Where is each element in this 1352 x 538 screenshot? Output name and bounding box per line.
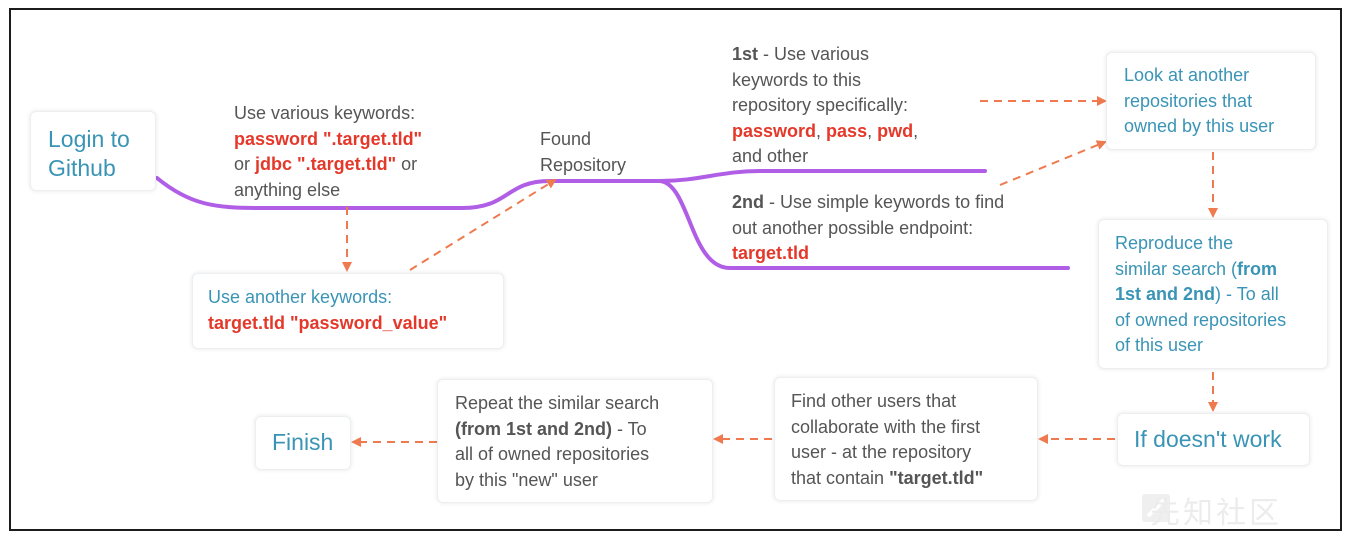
arrow-to-found-repo bbox=[409, 178, 557, 271]
doesnt-work-label: If doesn't work bbox=[1134, 426, 1282, 452]
main-path bbox=[155, 169, 987, 210]
arrow-from-second-to-look bbox=[999, 140, 1107, 186]
branch-path bbox=[658, 179, 1070, 270]
second-step-text: 2nd - Use simple keywords to find out an… bbox=[732, 192, 1005, 263]
finish-label: Finish bbox=[272, 429, 334, 455]
reproduce-text: Reproduce the similar search (from 1st a… bbox=[1115, 233, 1287, 355]
first-step-text: 1st - Use various keywords to this repos… bbox=[732, 44, 919, 166]
find-other-box bbox=[774, 377, 1038, 501]
login-box bbox=[30, 111, 156, 191]
look-box bbox=[1106, 52, 1316, 150]
search-keywords-text: Use various keywords: password ".target.… bbox=[234, 103, 423, 200]
doesnt-work-box bbox=[1117, 413, 1310, 466]
find-other-text: Find other users that collaborate with t… bbox=[791, 391, 984, 488]
repeat-box bbox=[437, 379, 713, 503]
reproduce-box bbox=[1098, 219, 1328, 369]
repeat-text: Repeat the similar search (from 1st and … bbox=[455, 393, 660, 490]
another-keywords-box bbox=[192, 273, 504, 349]
watermark: 先知社区 bbox=[1150, 496, 1282, 531]
another-keywords-text: Use another keywords: target.tld "passwo… bbox=[208, 287, 448, 333]
watermark-logo-icon bbox=[1142, 494, 1170, 522]
diagram-frame bbox=[9, 8, 1342, 531]
finish-box bbox=[255, 416, 351, 470]
